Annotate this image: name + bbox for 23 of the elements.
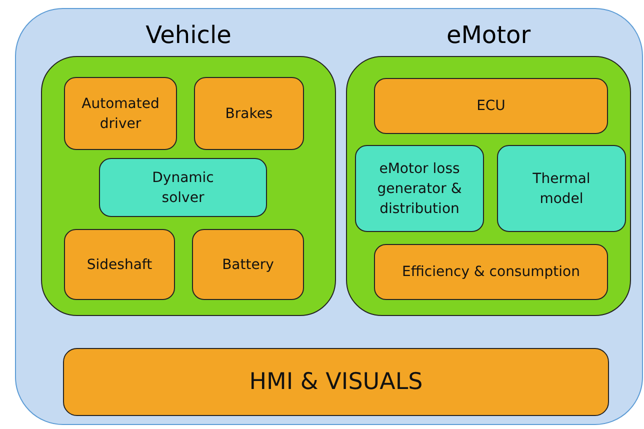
module-box [63,348,609,416]
module-label: eMotor loss generator & distribution [376,160,463,218]
group-heading: Vehicle [146,20,232,51]
system-panel [15,8,643,425]
module-label: Battery [222,256,274,274]
module-box [64,229,175,300]
module-box [194,77,304,150]
module-box [374,78,608,134]
module-box [192,229,304,300]
module-box [497,145,626,232]
module-box [64,77,177,150]
module-box [355,145,484,232]
module-label: Brakes [225,104,273,124]
module-label: Sideshaft [86,256,152,274]
group-heading: eMotor [446,20,531,51]
module-label: Thermal model [532,170,592,208]
module-label: Automated driver [80,94,160,134]
module-label: HMI & VISUALS [249,368,423,397]
module-label: Dynamic solver [151,168,215,208]
module-box [374,244,608,300]
module-box [99,158,267,217]
module-label: ECU [476,97,506,116]
module-label: Efficiency & consumption [402,263,580,282]
